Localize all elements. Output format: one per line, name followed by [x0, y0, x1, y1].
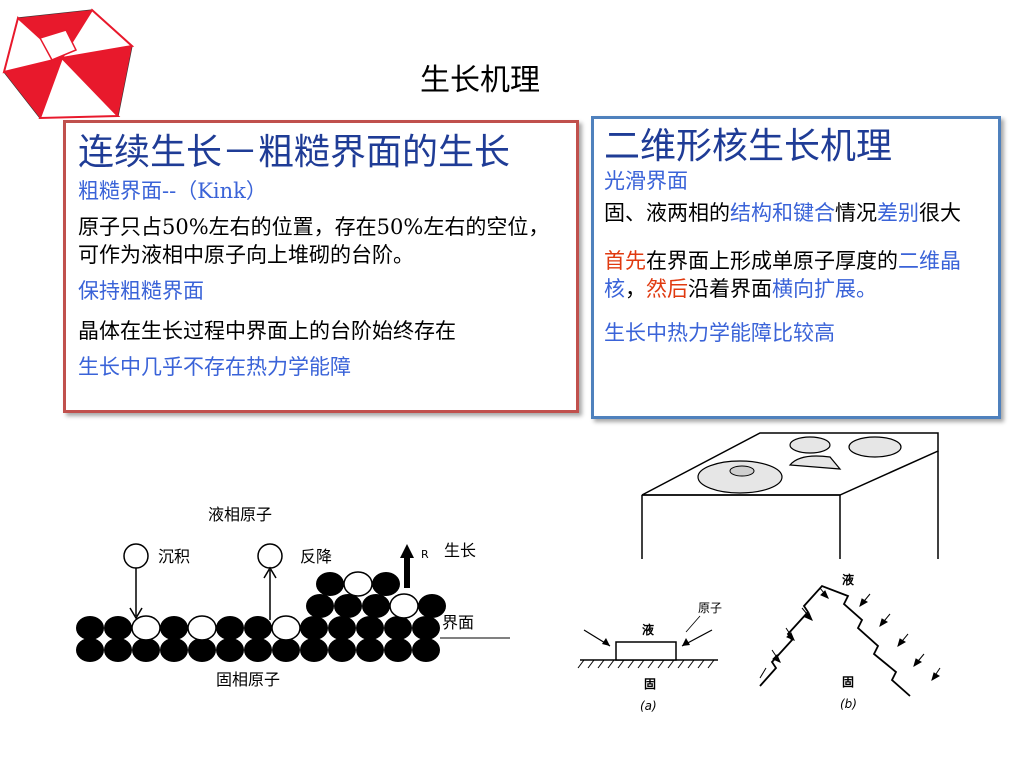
line1-structure-bonding: 结构和键合	[730, 201, 835, 225]
solid-atom-label: 固相原子	[216, 670, 280, 689]
line2-first: 首先	[604, 249, 646, 273]
line2-part-b: 在界面上形成单原子厚度的	[646, 249, 898, 273]
line1-difference: 差别	[877, 201, 919, 225]
rough-interface-box: 连续生长－粗糙界面的生长 粗糙界面--（Kink） 原子只占50%左右的位置，存…	[63, 120, 579, 413]
smooth-interface-diagram-a: 原子 液 固 (a)	[577, 601, 722, 713]
rough-interface-description: 原子只占50%左右的位置，存在50%左右的空位，可作为液相中原子向上堆砌的台阶。	[78, 215, 550, 267]
solid-label-b: 固	[842, 675, 854, 689]
stepped-interface	[759, 584, 911, 697]
line1-part-c: 情况	[835, 201, 877, 225]
phase-difference-statement: 固、液两相的结构和键合情况差别很大	[604, 199, 992, 227]
line2-then: 然后	[646, 277, 688, 301]
line1-part-a: 固、液两相的	[604, 201, 730, 225]
2d-nucleus-crystal-block	[641, 432, 939, 559]
caption-a: (a)	[640, 699, 657, 713]
r-label: R	[421, 548, 429, 561]
line2-lateral-spread: 横向扩展。	[772, 277, 877, 301]
interface-label: 界面	[442, 613, 474, 632]
reverse-atom	[257, 543, 283, 569]
line2-2d-nucleus: 二维晶核	[604, 249, 961, 301]
no-energy-barrier-point: 生长中几乎不存在热力学能障	[78, 355, 351, 379]
keep-rough-interface-point: 保持粗糙界面	[78, 279, 204, 303]
liquid-atom-label: 液相原子	[208, 505, 272, 524]
reverse-label: 反降	[300, 547, 332, 566]
lateral-growth-diagram-b: 液 固 (b)	[759, 572, 941, 711]
smooth-interface-subheading: 光滑界面	[604, 169, 688, 193]
caption-b: (b)	[840, 697, 857, 711]
logo-cube-icon	[2, 8, 135, 120]
atom-label: 原子	[698, 601, 722, 615]
line2-comma: ，	[625, 277, 646, 301]
line1-part-e: 很大	[919, 201, 961, 225]
nucleation-process-statement: 首先在界面上形成单原子厚度的二维晶核，然后沿着界面横向扩展。	[604, 247, 992, 303]
liquid-label-a: 液	[642, 622, 654, 637]
rough-interface-subheading: 粗糙界面--（Kink）	[78, 179, 267, 203]
atom-layers	[76, 571, 446, 662]
growth-label: 生长	[444, 541, 476, 560]
deposit-atom	[123, 543, 149, 569]
growth-arrow-icon	[404, 558, 410, 588]
high-energy-barrier-statement: 生长中热力学能障比较高	[604, 321, 835, 345]
2d-nucleation-heading: 二维形核生长机理	[604, 126, 893, 167]
solid-label-a: 固	[644, 677, 656, 691]
slide-title: 生长机理	[420, 63, 540, 98]
2d-nucleation-box: 二维形核生长机理 光滑界面 固、液两相的结构和键合情况差别很大 首先在界面上形成…	[591, 116, 1001, 419]
2d-nucleus-rect	[615, 641, 677, 661]
rough-growth-heading: 连续生长－粗糙界面的生长	[78, 132, 511, 173]
atomic-deposition-diagram: 液相原子 沉积 反降 R 生长	[76, 505, 510, 689]
liquid-label-b: 液	[842, 572, 854, 587]
line2-part-f: 沿着界面	[688, 277, 772, 301]
step-exists-statement: 晶体在生长过程中界面上的台阶始终存在	[78, 319, 456, 343]
deposit-label: 沉积	[158, 547, 190, 566]
